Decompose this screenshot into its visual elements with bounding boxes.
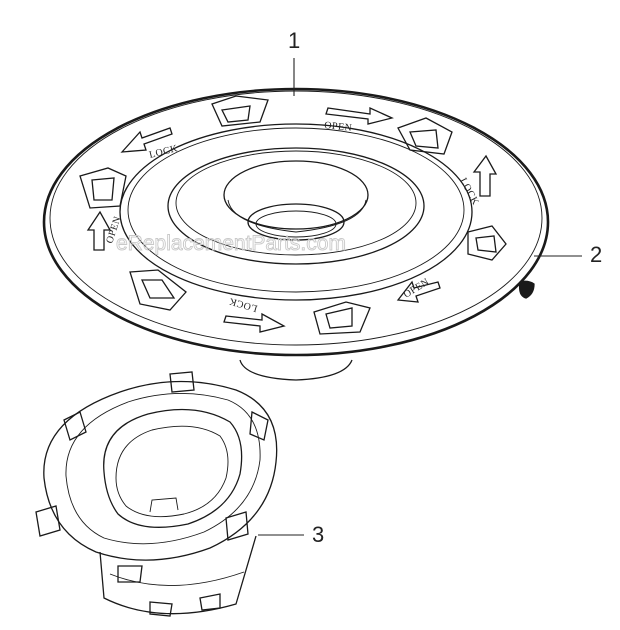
collar-tab [117, 565, 143, 583]
callout-label: 1 [288, 28, 300, 53]
callout-label: 2 [590, 242, 602, 267]
collar-tab [225, 511, 249, 541]
part-1-lid: OPEN LOCK LOCK OPEN OPEN LOCK [42, 87, 550, 381]
callout-2: 2 [534, 242, 602, 267]
collar-tab [63, 411, 87, 441]
arrow-icon [396, 280, 441, 303]
callout-1: 1 [288, 28, 300, 96]
part-2-gasket [518, 280, 535, 299]
ring-label-lock: LOCK [457, 176, 481, 207]
collar-tab [169, 371, 195, 393]
lock-tab [211, 95, 269, 127]
watermark: eReplacementParts.com [116, 232, 346, 255]
collar-tab [35, 505, 61, 537]
arrow-icon [120, 127, 173, 153]
callout-3: 3 [258, 522, 324, 547]
ring-label-lock: LOCK [148, 143, 179, 161]
collar-tab [199, 593, 221, 611]
ring-label-open: OPEN [324, 120, 353, 134]
collar-tab [149, 601, 173, 617]
lock-tab [397, 117, 453, 155]
lock-tab [467, 225, 507, 261]
lock-tab [313, 301, 371, 335]
arrow-icon [325, 106, 394, 125]
lock-tab [129, 269, 187, 311]
part-3-collar [35, 371, 278, 617]
callout-label: 3 [312, 522, 324, 547]
lock-tab [79, 167, 127, 209]
arrow-icon [86, 210, 112, 251]
arrow-icon [472, 154, 498, 197]
arrow-icon [223, 312, 286, 333]
collar-tab [249, 410, 269, 441]
